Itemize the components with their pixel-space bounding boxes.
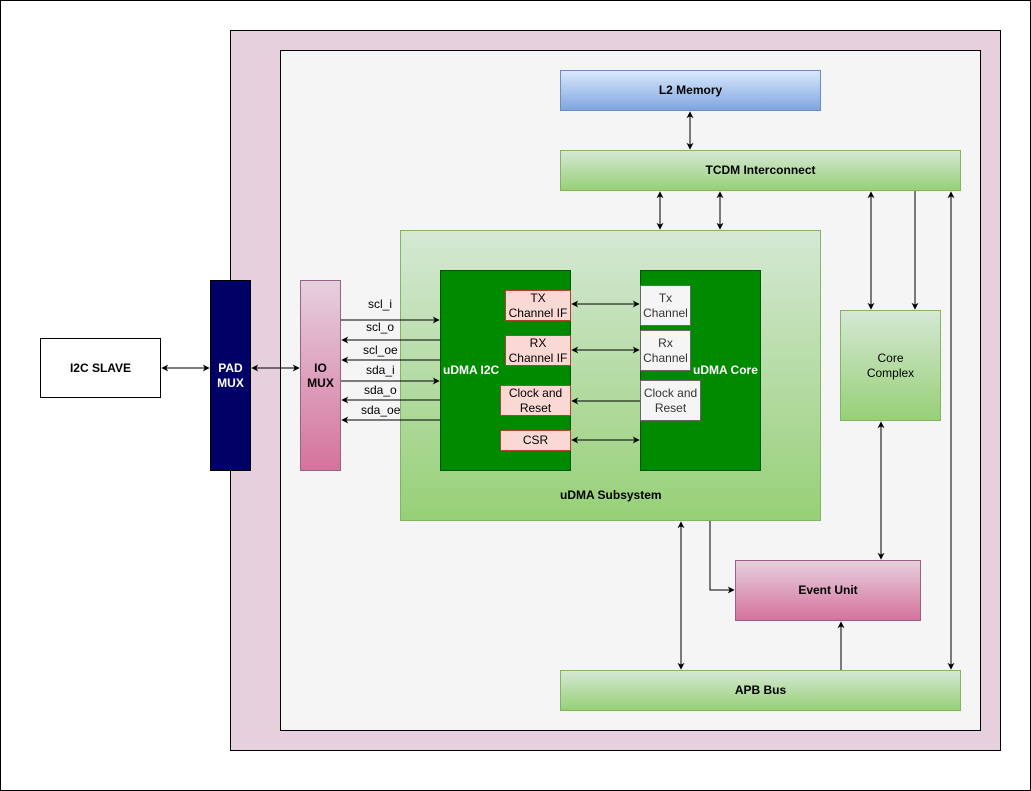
signal-label-sda-o: sda_o bbox=[364, 383, 397, 397]
i2c-slave-label: I2C SLAVE bbox=[69, 360, 132, 375]
core-clock-reset-label: Clock and Reset bbox=[643, 385, 698, 415]
l2-memory-block: L2 Memory bbox=[560, 70, 821, 111]
tx-channel-if-block: TX Channel IF bbox=[505, 290, 571, 321]
udma-i2c-label: uDMA I2C bbox=[443, 363, 500, 377]
apb-bus-label: APB Bus bbox=[734, 683, 787, 697]
csr-label: CSR bbox=[522, 433, 549, 447]
signal-label-scl-i: scl_i bbox=[368, 297, 393, 311]
csr-block: CSR bbox=[500, 430, 571, 451]
tx-channel-if-label: TX Channel IF bbox=[508, 290, 568, 320]
signal-label-scl-o: scl_o bbox=[366, 320, 395, 334]
rx-channel-if-block: RX Channel IF bbox=[505, 335, 571, 366]
tcdm-interconnect-label: TCDM Interconnect bbox=[705, 163, 816, 177]
pad-mux-label: PAD MUX bbox=[217, 360, 244, 390]
io-mux-block: IO MUX bbox=[300, 280, 341, 471]
event-unit-block: Event Unit bbox=[735, 560, 921, 621]
i2c-clock-reset-block: Clock and Reset bbox=[500, 385, 571, 416]
tx-channel-label: Tx Channel bbox=[643, 290, 688, 320]
core-clock-reset-block: Clock and Reset bbox=[640, 380, 701, 421]
signal-label-sda-oe: sda_oe bbox=[361, 403, 401, 417]
rx-channel-if-label: RX Channel IF bbox=[508, 335, 568, 365]
core-complex-block: Core Complex bbox=[840, 310, 941, 421]
udma-core-label: uDMA Core bbox=[693, 363, 758, 377]
event-unit-label: Event Unit bbox=[798, 583, 858, 597]
i2c-slave-block: I2C SLAVE bbox=[40, 338, 161, 398]
udma-subsystem-label: uDMA Subsystem bbox=[560, 488, 662, 502]
pad-mux-block: PAD MUX bbox=[210, 280, 251, 471]
signal-label-scl-oe: scl_oe bbox=[363, 343, 398, 357]
io-mux-label: IO MUX bbox=[307, 360, 334, 390]
rx-channel-block: Rx Channel bbox=[640, 330, 691, 371]
core-complex-label: Core Complex bbox=[866, 350, 915, 380]
l2-memory-label: L2 Memory bbox=[658, 83, 723, 97]
rx-channel-label: Rx Channel bbox=[643, 335, 688, 365]
tcdm-interconnect-block: TCDM Interconnect bbox=[560, 150, 961, 191]
tx-channel-block: Tx Channel bbox=[640, 285, 691, 326]
i2c-clock-reset-label: Clock and Reset bbox=[508, 385, 563, 415]
apb-bus-block: APB Bus bbox=[560, 670, 961, 711]
signal-label-sda-i: sda_i bbox=[366, 363, 395, 377]
